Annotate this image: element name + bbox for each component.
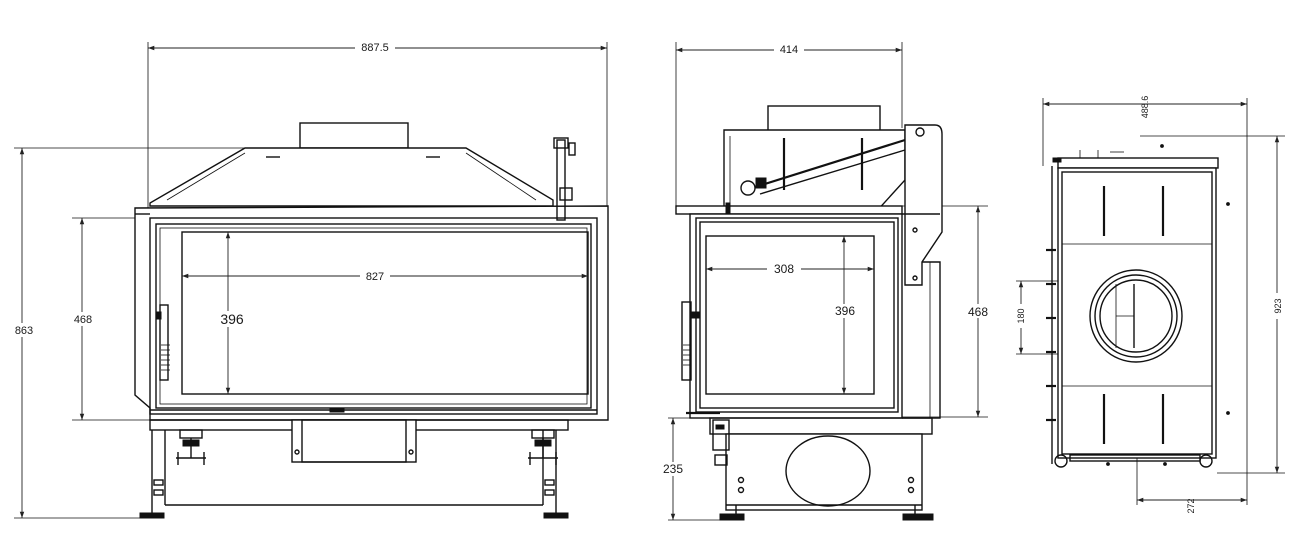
front-overall-width-label: 887.5 bbox=[361, 42, 389, 54]
front-door-height-label: 468 bbox=[74, 314, 92, 326]
side-door-height-label: 468 bbox=[968, 305, 988, 319]
top-view: 488.6 923 180 272 bbox=[1014, 96, 1285, 514]
front-view: 887.5 863 468 827 396 bbox=[8, 41, 609, 519]
side-view: 414 308 396 468 235 bbox=[660, 42, 994, 521]
front-glass-height-label: 396 bbox=[220, 311, 244, 327]
top-depth-label: 488.6 bbox=[1140, 96, 1150, 119]
front-overall-height-label: 863 bbox=[15, 325, 33, 337]
top-flue-offset-label: 272 bbox=[1186, 498, 1196, 513]
side-glass-width-label: 308 bbox=[774, 262, 794, 276]
side-leg-height-label: 235 bbox=[663, 462, 683, 476]
side-glass-height-label: 396 bbox=[835, 304, 855, 318]
top-flue-diameter-label: 180 bbox=[1016, 308, 1026, 323]
top-width-label: 923 bbox=[1273, 298, 1283, 313]
side-depth-label: 414 bbox=[780, 44, 798, 56]
front-glass-width-label: 827 bbox=[366, 271, 384, 283]
